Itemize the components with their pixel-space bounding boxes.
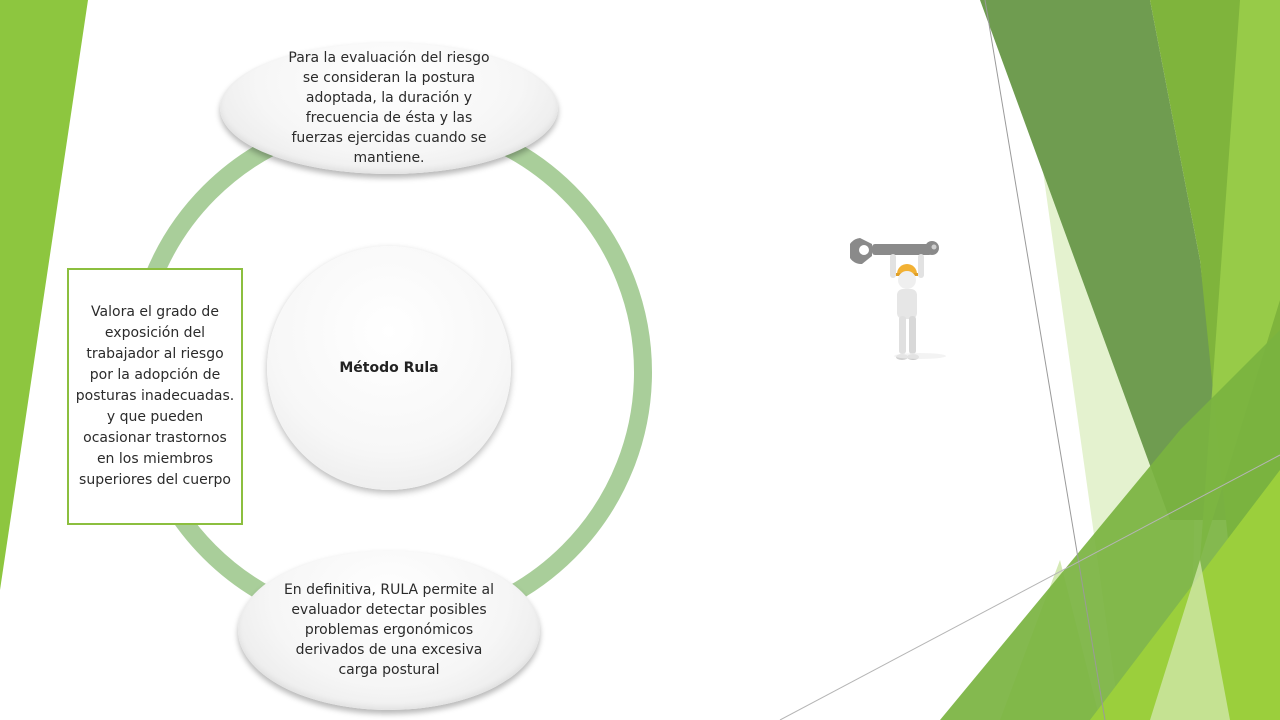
right-lower-pale-wedge [1150, 560, 1230, 720]
thin-line-1 [984, 0, 1106, 720]
top-ellipse-node: Para la evaluación del riesgo se conside… [220, 42, 558, 174]
top-node-text: Para la evaluación del riesgo se conside… [288, 50, 490, 166]
bottom-ellipse-node: En definitiva, RULA permite al evaluador… [238, 550, 540, 710]
right-dark-green-band [980, 0, 1230, 520]
center-circle: Método Rula [267, 246, 511, 490]
thin-line-2 [779, 454, 1280, 720]
worker-holding-wrench-icon [850, 238, 946, 360]
bottom-node-text: En definitiva, RULA permite al evaluador… [283, 582, 495, 678]
left-green-triangle [0, 0, 88, 590]
left-text-box: Valora el grado de exposición del trabaj… [67, 268, 243, 525]
right-lower-lime [1090, 470, 1280, 720]
left-box-text: Valora el grado de exposición del trabaj… [75, 304, 235, 488]
center-label: Método Rula [339, 360, 439, 376]
